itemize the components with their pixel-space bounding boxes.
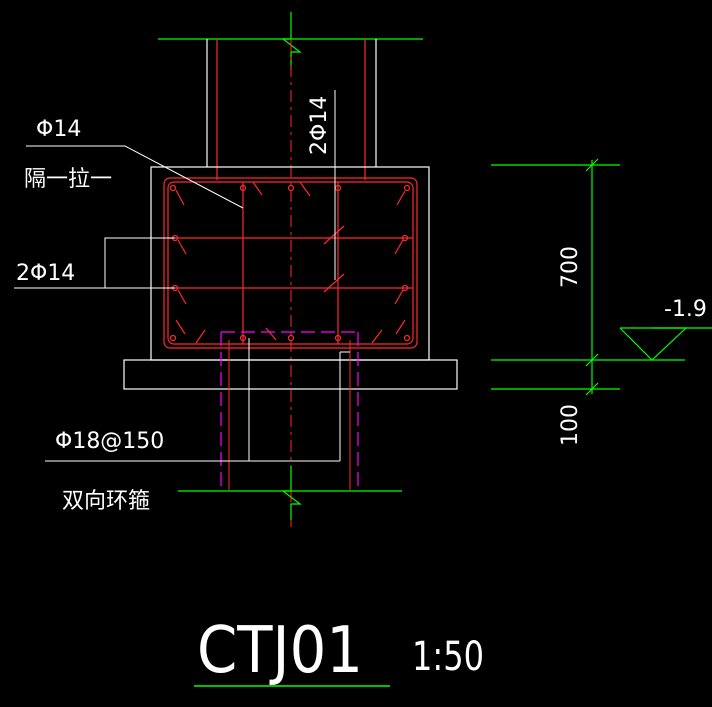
leader-lines [14,90,350,462]
dimension-100: 100 [558,404,583,446]
rebar-cage [163,177,418,349]
label-phi14: Φ14 [36,117,81,142]
label-2phi14-left: 2Φ14 [16,261,75,286]
label-tie-spacing: 隔一拉一 [24,167,112,192]
drawing-scale: 1:50 [412,634,484,680]
pedestal-outline [150,166,430,361]
rebar-dots [169,184,411,342]
label-2phi14-vertical: 2Φ14 [307,96,332,155]
dimension-lines [491,158,685,396]
tie-hooks [175,181,406,344]
bottom-section-break [178,466,402,520]
elevation-value: -1.9 [664,297,707,322]
drawing-title: CTJ01 [197,614,363,688]
label-stirrup-note: 双向环箍 [62,489,150,514]
lower-rebar [228,340,351,490]
elevation-marker [619,327,712,361]
column-outline [206,39,377,167]
label-stirrup: Φ18@150 [55,429,164,454]
pile-centerlines [220,331,359,490]
dimension-700: 700 [558,246,583,288]
footing-slab [123,359,458,390]
column-rebar [216,39,366,180]
